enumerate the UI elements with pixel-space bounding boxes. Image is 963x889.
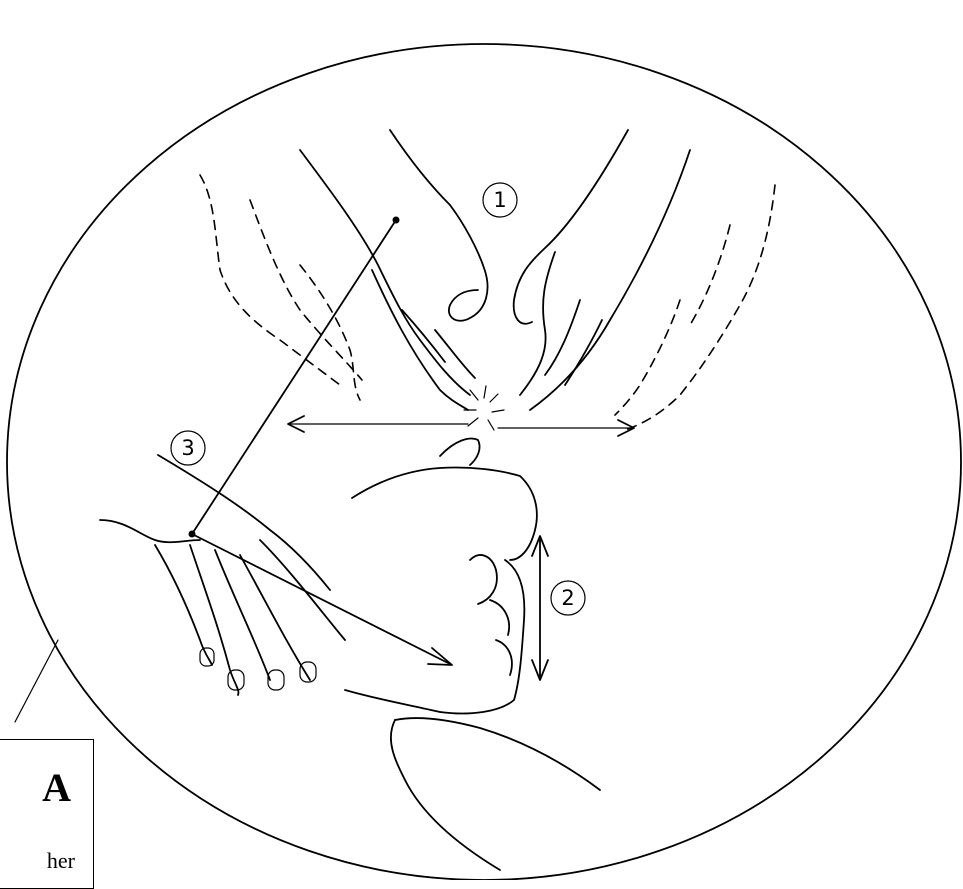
spread-arrows bbox=[288, 416, 634, 436]
lever-arrow bbox=[189, 217, 453, 666]
vertical-double-arrow bbox=[532, 536, 548, 680]
callout-3: 3 bbox=[171, 431, 205, 465]
callout-1: 1 bbox=[483, 183, 517, 217]
callout-2: 2 bbox=[551, 581, 585, 615]
figure-label-letter: A bbox=[0, 768, 71, 808]
figure-label-box: A her bbox=[0, 739, 94, 889]
pinch-burst bbox=[464, 386, 504, 430]
left-hand bbox=[100, 455, 345, 695]
svg-text:1: 1 bbox=[493, 188, 506, 212]
svg-text:3: 3 bbox=[181, 436, 194, 460]
top-hands-solid bbox=[300, 130, 690, 410]
spread-hands-dashed bbox=[200, 175, 775, 430]
circle-frame bbox=[7, 44, 961, 880]
fist bbox=[345, 439, 600, 870]
leader-line bbox=[15, 640, 58, 722]
svg-text:2: 2 bbox=[561, 586, 574, 610]
figure-label-partial-text: her bbox=[0, 850, 75, 872]
